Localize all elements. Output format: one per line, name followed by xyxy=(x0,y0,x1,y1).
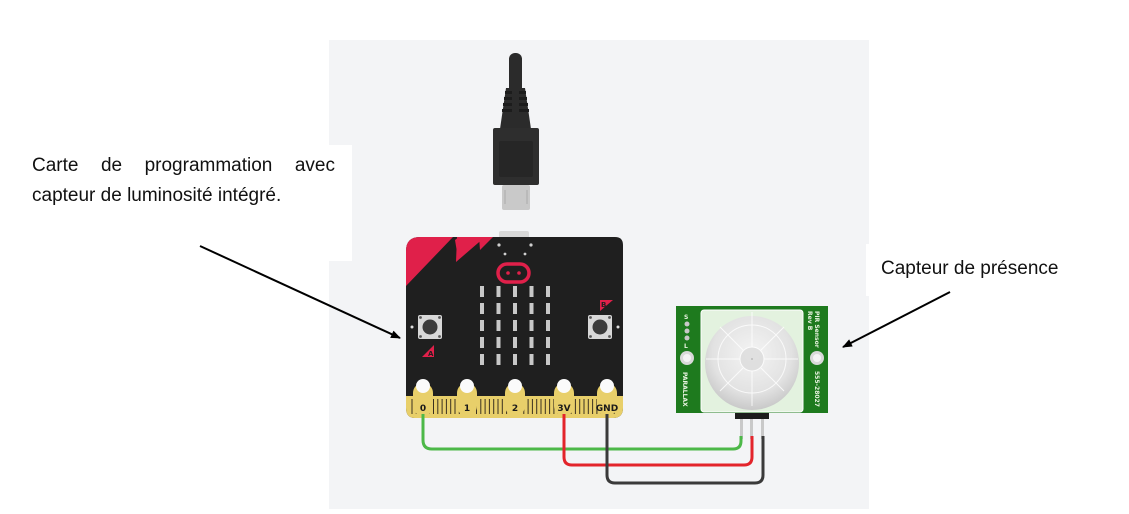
led xyxy=(496,286,501,297)
jumper-label-s: S xyxy=(684,314,688,321)
led xyxy=(480,337,484,348)
pin-hole xyxy=(460,379,474,393)
board-callout-text: Carte de programmation avec capteur de l… xyxy=(32,155,335,206)
pin-label: 1 xyxy=(464,404,470,414)
pin-hole xyxy=(557,379,571,393)
brand-label: PARALLAX xyxy=(681,372,688,407)
ground-wire xyxy=(605,414,765,485)
led xyxy=(480,354,484,365)
pin-hole xyxy=(600,379,614,393)
button-a-label-tag xyxy=(422,345,434,357)
pin-label: 3V xyxy=(557,404,570,414)
pir-header xyxy=(735,413,769,419)
power-wire xyxy=(562,414,754,467)
revision-label: Rev B xyxy=(806,311,813,331)
led xyxy=(529,286,534,297)
led xyxy=(480,303,484,314)
pin-pad-0[interactable] xyxy=(413,383,433,416)
led xyxy=(546,286,550,297)
pin-label: GND xyxy=(596,404,618,414)
led xyxy=(546,320,550,331)
board-callout: Carte de programmation avec capteur de l… xyxy=(20,145,352,261)
led xyxy=(513,320,517,331)
led xyxy=(513,303,517,314)
pin-hole xyxy=(508,379,522,393)
button-a-label: A xyxy=(428,350,434,358)
pin-pad-gnd[interactable] xyxy=(597,383,617,416)
sensor-callout: Capteur de présence xyxy=(866,244,1129,296)
led xyxy=(513,337,517,348)
board-callout-arrow xyxy=(199,245,401,339)
signal-wire xyxy=(421,414,743,451)
led xyxy=(546,354,550,365)
pin-hole xyxy=(416,379,430,393)
led xyxy=(480,286,484,297)
button-b[interactable] xyxy=(588,315,612,339)
microbit-logo xyxy=(496,262,531,284)
pin-pad-2[interactable] xyxy=(505,383,525,416)
sensor-callout-arrow xyxy=(842,291,951,348)
led xyxy=(496,320,501,331)
led xyxy=(496,354,501,365)
led xyxy=(496,337,501,348)
led xyxy=(546,303,550,314)
button-a[interactable] xyxy=(418,315,442,339)
pin-pad-1[interactable] xyxy=(457,383,477,416)
sensor-callout-text: Capteur de présence xyxy=(881,258,1059,279)
led-matrix xyxy=(480,286,550,365)
button-b-label: B xyxy=(601,301,606,309)
led xyxy=(513,354,517,365)
jumper-label-l: L xyxy=(684,343,688,350)
usb-cable xyxy=(493,53,539,210)
led xyxy=(529,354,534,365)
pir-sensor: S L PARALLAX PIR Sensor Rev B 555-28027 xyxy=(676,306,828,439)
led xyxy=(513,286,517,297)
part-number-label: 555-28027 xyxy=(813,371,820,407)
led xyxy=(529,337,534,348)
cable-grip xyxy=(500,88,531,129)
pin-label: 0 xyxy=(420,404,426,414)
microbit-board: A B 0 1 2 3V GND xyxy=(406,231,623,418)
pin-pad-3v[interactable] xyxy=(554,383,574,416)
pin-label: 2 xyxy=(512,404,518,414)
button-b-label-tag xyxy=(600,300,613,311)
pir-title-label: PIR Sensor xyxy=(813,311,820,348)
led xyxy=(529,320,534,331)
led xyxy=(480,320,484,331)
led xyxy=(496,303,501,314)
led xyxy=(529,303,534,314)
micro-usb-connector xyxy=(502,185,530,210)
led xyxy=(546,337,550,348)
